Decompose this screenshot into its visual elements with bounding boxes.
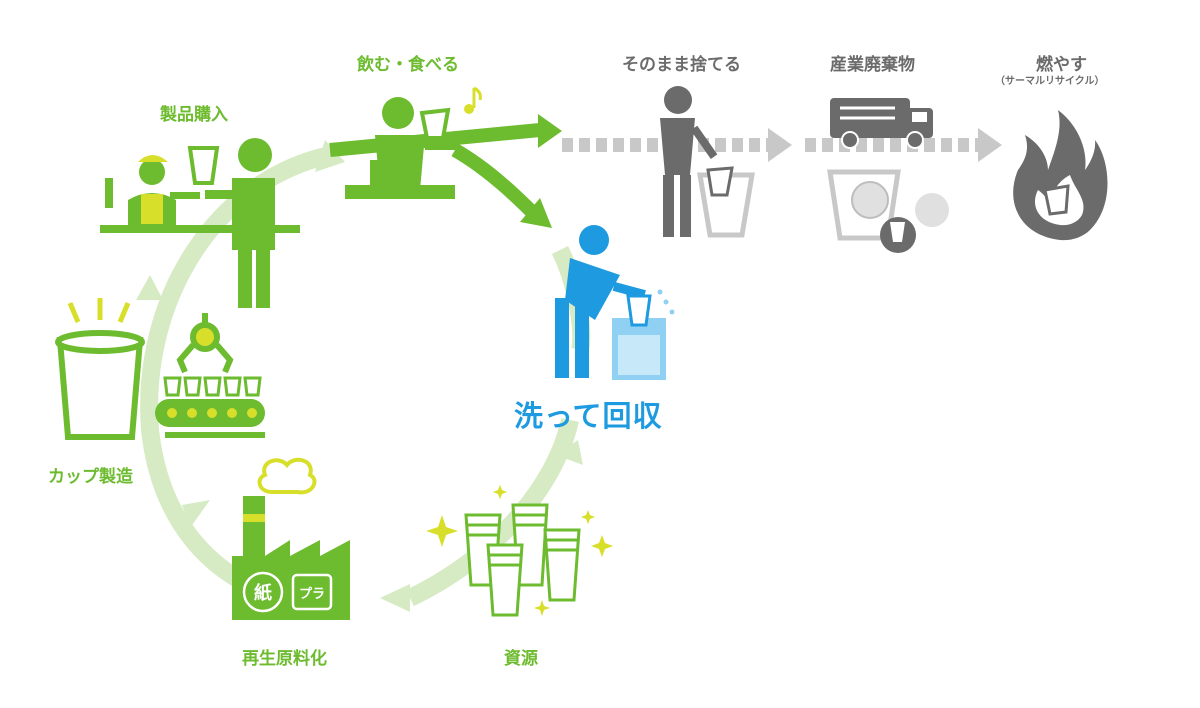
ring-arrowhead — [556, 440, 583, 465]
customer-head — [238, 138, 272, 172]
label-wash-collect: 洗って回収 — [514, 399, 663, 433]
cup-icon — [706, 166, 734, 197]
label-drink-eat: 飲む・食べる — [357, 55, 459, 75]
ring-arrowhead — [380, 584, 410, 612]
cup-icon — [419, 107, 451, 140]
plastic-mark: プラ — [299, 587, 325, 602]
wash-scene — [555, 225, 675, 380]
ring-arrowhead — [182, 500, 210, 528]
sparkle-icon — [426, 485, 613, 616]
smoke-cloud — [257, 457, 317, 495]
cup-manufacturing-scene — [55, 298, 265, 440]
ring-arrowhead — [136, 275, 163, 300]
factory-scene: 紙 プラ — [232, 457, 350, 620]
label-cup-making: カップ製造 — [48, 467, 133, 487]
clerk-head — [139, 159, 165, 185]
label-burn: 燃やす — [1036, 55, 1087, 75]
purchase-scene — [100, 138, 300, 308]
label-thermal-recycle: （サーマルリサイクル） — [995, 76, 1105, 87]
cup-icon — [626, 294, 652, 327]
recycle-icon: 紙 — [242, 571, 284, 613]
label-recycled-material: 再生原料化 — [242, 649, 327, 669]
throw-away-scene — [660, 86, 755, 238]
industrial-waste-scene — [827, 98, 949, 253]
label-throw-away: そのまま捨てる — [622, 55, 741, 75]
label-industrial-waste: 産業廃棄物 — [830, 55, 915, 75]
cup-icon — [187, 146, 220, 185]
cup-icon — [56, 337, 144, 440]
water-drop — [669, 309, 675, 315]
clerk-apron — [141, 194, 163, 224]
music-note-icon — [464, 86, 482, 114]
drinker-head — [382, 97, 414, 129]
discard-arrows — [562, 128, 1002, 162]
ring-arrowhead — [315, 140, 345, 172]
water-drop — [663, 299, 669, 305]
label-purchase: 製品購入 — [160, 105, 228, 125]
trash-bin-icon — [697, 172, 755, 238]
resource-cups — [464, 503, 581, 617]
clerk-cap — [138, 155, 168, 162]
water-drop — [657, 289, 663, 295]
flame-icon — [1013, 110, 1108, 241]
truck-icon — [830, 98, 933, 149]
recycle-icon: プラ — [291, 573, 333, 611]
label-resource: 資源 — [504, 649, 538, 669]
drinking-scene — [345, 86, 482, 199]
paper-mark: 紙 — [254, 582, 272, 604]
counter — [100, 225, 300, 233]
